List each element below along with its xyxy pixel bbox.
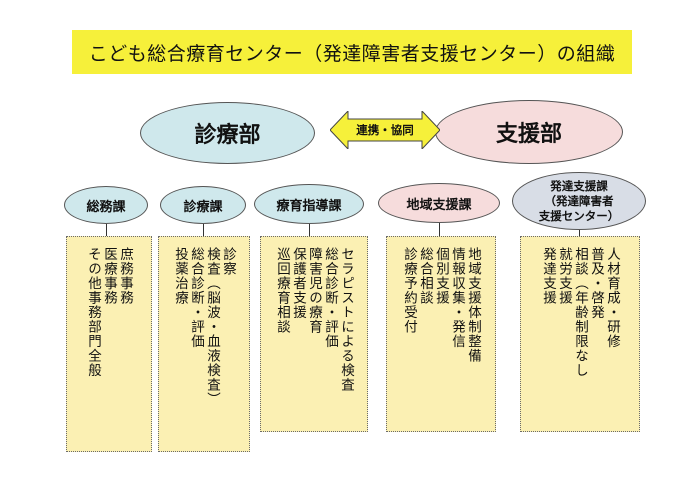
panel-chiiki-item: 総合相談 [417,247,433,305]
panel-chiiki: 地域支援体制整備 情報収集・発信 個別支援 総合相談 診療予約受付 [386,236,496,432]
section-hattatsu-line-2: （発達障害者 [544,193,614,208]
panel-ryoiku: セラピストによる検査 総合診断・評価 障害児の療育 保護者支援 巡回療育相談 [260,236,368,432]
panel-hattatsu-item: 人材育成・研修 [604,247,620,349]
connector-line [203,224,204,236]
panel-shinryo: 診察 検査（脳波・血液検査） 総合診断・評価 投薬治療 [158,236,250,452]
link-label: 連携・協同 [356,123,414,137]
section-hattatsu-line-3: 支援センター） [538,208,620,223]
panel-somu-item: その他事務部門全般 [85,247,101,378]
panel-hattatsu-item: 相談（年齢制限なし [572,247,588,378]
connector-line [439,223,440,236]
panel-shinryo-item: 診察 [220,247,236,276]
panel-shinryo-item: 検査（脳波・血液検査） [204,247,220,407]
panel-hattatsu-item: 発達支援 [540,247,556,305]
panel-somu-item: 医療事務 [101,247,117,305]
section-shinryo-ellipse: 診療課 [160,186,246,224]
section-somu-label: 総務課 [86,199,126,215]
connector-line [579,230,580,236]
panel-ryoiku-item: 保護者支援 [290,247,306,320]
section-hattatsu-line-1: 発達支援課 [550,178,608,193]
section-hattatsu-ellipse: 発達支援課 （発達障害者 支援センター） [512,172,646,230]
section-somu-ellipse: 総務課 [64,186,148,224]
panel-chiiki-item: 地域支援体制整備 [465,247,481,363]
section-shinryo-label: 診療課 [183,199,223,215]
panel-somu-item: 庶務事務 [117,247,133,305]
panel-hattatsu-item: 普及・啓発 [588,247,604,320]
connector-line [106,224,107,236]
panel-somu: 庶務事務 医療事務 その他事務部門全般 [66,236,152,452]
dept-shien-label: 支援部 [495,122,562,147]
panel-chiiki-item: 個別支援 [433,247,449,305]
panel-hattatsu-item: 就労支援 [556,247,572,305]
panel-chiiki-item: 診療予約受付 [401,247,417,334]
panel-shinryo-item: 投薬治療 [172,247,188,305]
panel-hattatsu: 人材育成・研修 普及・啓発 相談（年齢制限なし 就労支援 発達支援 [520,236,640,432]
panel-ryoiku-item: セラピストによる検査 [338,247,354,392]
dept-shinryo-ellipse: 診療部 [140,102,315,164]
section-chiiki-ellipse: 地域支援課 [378,183,500,223]
dept-shinryo-label: 診療部 [194,123,261,148]
section-ryoiku-label: 療育指導課 [276,198,342,214]
panel-ryoiku-item: 総合診断・評価 [322,247,338,349]
section-chiiki-label: 地域支援課 [406,197,472,213]
dept-shien-ellipse: 支援部 [435,100,623,164]
panel-ryoiku-item: 障害児の療育 [306,247,322,334]
connector-line [309,224,310,236]
section-ryoiku-ellipse: 療育指導課 [254,184,364,224]
double-arrow-icon [330,111,440,149]
panel-chiiki-item: 情報収集・発信 [449,247,465,349]
panel-ryoiku-item: 巡回療育相談 [274,247,290,334]
panel-shinryo-item: 総合診断・評価 [188,247,204,349]
page-title: こども総合療育センター（発達障害者支援センター）の組織 [72,30,632,74]
